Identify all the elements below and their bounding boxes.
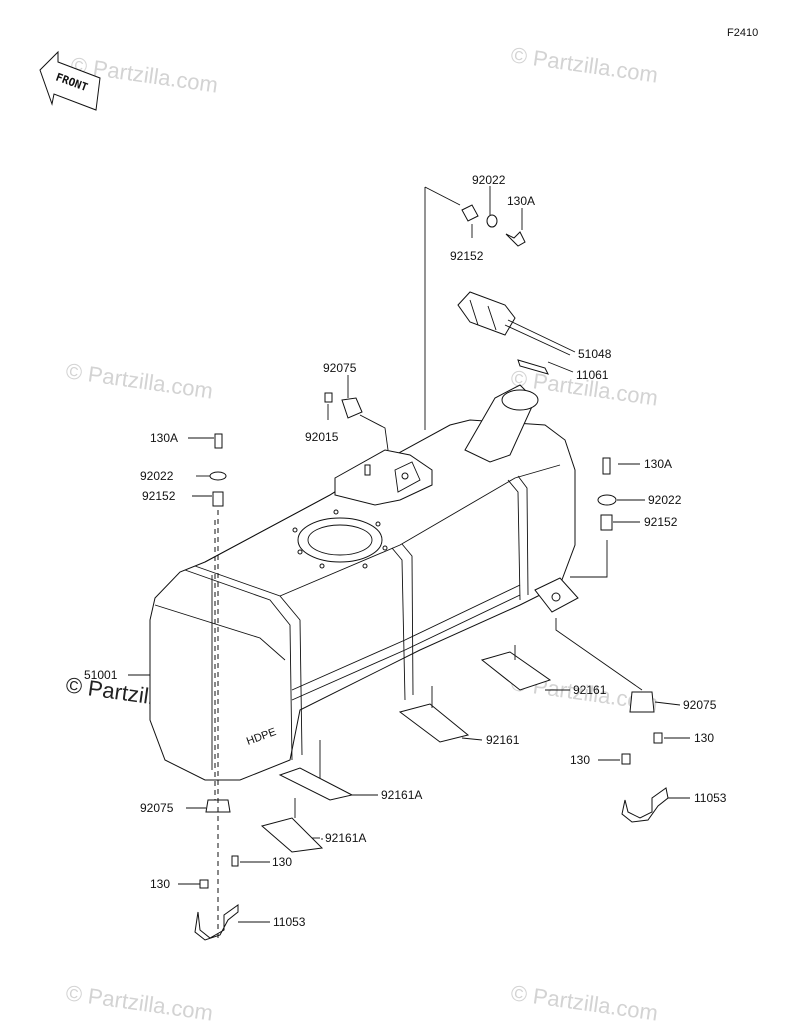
collar-icon: [600, 514, 613, 531]
callout-130a[interactable]: 130A: [150, 431, 178, 445]
callout-92075[interactable]: 92075: [683, 698, 717, 712]
gasket: [517, 359, 549, 375]
callout-92161[interactable]: 92161: [573, 683, 607, 697]
washer-icon: [209, 471, 227, 481]
collar-icon: [461, 204, 479, 222]
bolt-icon: [621, 753, 631, 765]
fuel-tank: HDPE: [149, 384, 579, 800]
right-fastener-stack: [570, 457, 669, 823]
callout-130[interactable]: 130: [272, 855, 292, 869]
callout-92022[interactable]: 92022: [472, 173, 506, 187]
washer-icon: [597, 494, 617, 506]
callout-92161a[interactable]: 92161A: [381, 788, 422, 802]
watermark: © Partzilla.com: [64, 358, 214, 403]
figure-id: F2410: [727, 27, 758, 39]
callout-51048[interactable]: 51048: [578, 347, 612, 361]
callout-11053[interactable]: 11053: [273, 915, 306, 929]
callout-92022[interactable]: 92022: [648, 493, 682, 507]
top-mount-group: [324, 392, 389, 451]
callout-92161a[interactable]: 92161A: [325, 831, 366, 845]
bracket-icon: [194, 904, 239, 941]
callout-130[interactable]: 130: [150, 877, 170, 891]
rubber-mount-icon: [629, 691, 655, 713]
watermark: © Partzilla.com: [509, 980, 659, 1025]
front-arrow-icon: FRONT: [39, 50, 101, 111]
nut-icon: [324, 392, 333, 403]
top-fastener-group: [461, 204, 526, 247]
callout-51001[interactable]: 51001: [84, 668, 118, 682]
pad-icon: [278, 767, 354, 801]
pad-icon: [480, 651, 552, 691]
watermark: © Partzilla.com: [64, 980, 214, 1025]
callout-92161[interactable]: 92161: [486, 733, 520, 747]
callout-92022[interactable]: 92022: [140, 469, 174, 483]
callout-92075[interactable]: 92075: [140, 801, 174, 815]
callout-92015[interactable]: 92015: [305, 430, 339, 444]
fuel-sender-unit: [457, 291, 576, 356]
rubber-mount-icon: [341, 397, 363, 419]
watermark: © Partzilla.com: [509, 42, 659, 87]
bolt-icon: [602, 457, 611, 475]
rubber-mount-icon: [205, 799, 231, 813]
left-fastener-stack: [194, 433, 239, 941]
bolt-icon: [653, 732, 663, 744]
washer-icon: [486, 214, 498, 228]
callout-11061[interactable]: 11061: [576, 368, 609, 382]
callout-92152[interactable]: 92152: [644, 515, 678, 529]
callout-labels: 92022 130A 92152 51048 11061 92075 92015…: [84, 173, 727, 929]
collar-icon: [212, 491, 224, 507]
callout-130a[interactable]: 130A: [507, 194, 535, 208]
callout-130a[interactable]: 130A: [644, 457, 672, 471]
bolt-icon: [199, 879, 209, 889]
bracket-icon: [621, 787, 669, 823]
callout-92152[interactable]: 92152: [142, 489, 176, 503]
bolt-icon: [231, 855, 239, 867]
callout-92152[interactable]: 92152: [450, 249, 484, 263]
leader-lines: [128, 186, 690, 923]
bolt-icon: [214, 433, 223, 449]
callout-11053[interactable]: 11053: [694, 791, 727, 805]
bolt-icon: [505, 231, 526, 247]
callout-130[interactable]: 130: [570, 753, 590, 767]
pad-icon: [398, 703, 470, 743]
callout-92075[interactable]: 92075: [323, 361, 357, 375]
pad-icon: [260, 817, 324, 853]
callout-130[interactable]: 130: [694, 731, 714, 745]
